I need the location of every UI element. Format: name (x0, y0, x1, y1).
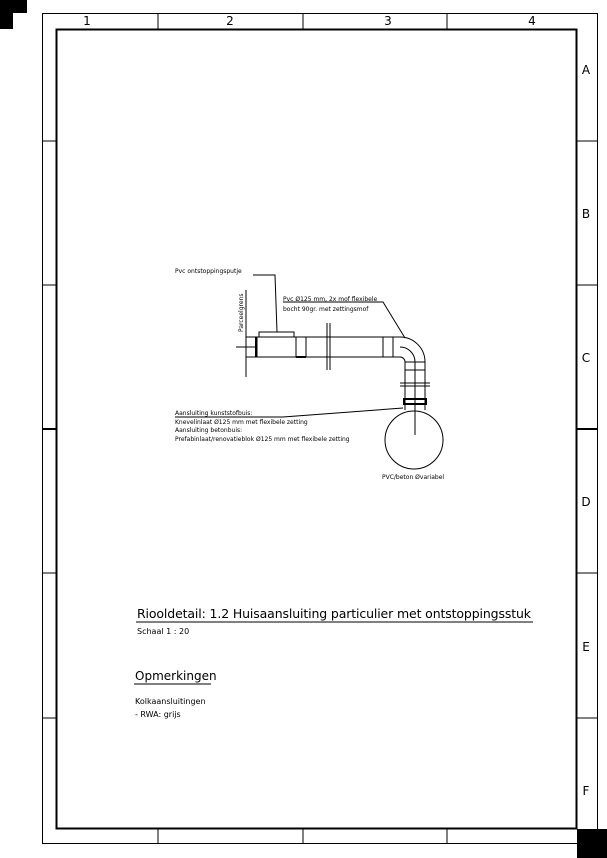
label-aansluiting: Aansluiting betonbuis: (175, 427, 242, 434)
label-parceelgrens: Parceelgrens (238, 294, 245, 332)
outer-frame (42, 13, 598, 844)
bend (399, 336, 426, 363)
socket (295, 336, 307, 358)
column-label: 1 (83, 14, 91, 28)
label-aansluiting: Aansluiting kunststofbuis: (175, 410, 252, 417)
column-label: 2 (226, 14, 234, 28)
cleanout-putje (258, 331, 295, 338)
main-sewer-pipe (384, 410, 444, 470)
row-label: D (581, 495, 590, 509)
drawing-scale: Schaal 1 : 20 (137, 627, 189, 636)
remarks-line: Kolkaansluitingen (135, 697, 206, 706)
column-label: 4 (528, 14, 536, 28)
corner-mark (0, 13, 13, 29)
pipe-detail (175, 274, 444, 470)
row-label: B (582, 207, 590, 221)
corner-mark (0, 0, 27, 13)
socket (382, 336, 394, 358)
label-aansluiting: Knevelinlaat Ø125 mm met flexibele zetti… (175, 419, 308, 426)
label-bocht: Pvc Ø125 mm, 2x mof flexibele (283, 296, 378, 303)
column-label: 3 (384, 14, 392, 28)
drawing-title: Riooldetail: 1.2 Huisaansluiting particu… (137, 606, 532, 621)
label-aansluiting: Prefabinlaat/renovatieblok Ø125 mm met f… (175, 436, 350, 443)
row-label: C (582, 351, 590, 365)
label-putje: Pvc ontstoppingsputje (175, 268, 242, 275)
remarks-heading: Opmerkingen (135, 669, 217, 683)
grid-ticks (42, 13, 597, 843)
label-bocht: bocht 90gr. met zettingsmof (283, 306, 369, 313)
remarks-line: - RWA: grijs (135, 710, 181, 719)
row-label: A (582, 63, 591, 77)
inner-frame (55, 28, 578, 830)
row-label: F (583, 784, 590, 798)
socket (403, 398, 427, 405)
label-riool: PVC/beton Øvariabel (382, 474, 444, 481)
row-label: E (582, 640, 590, 654)
